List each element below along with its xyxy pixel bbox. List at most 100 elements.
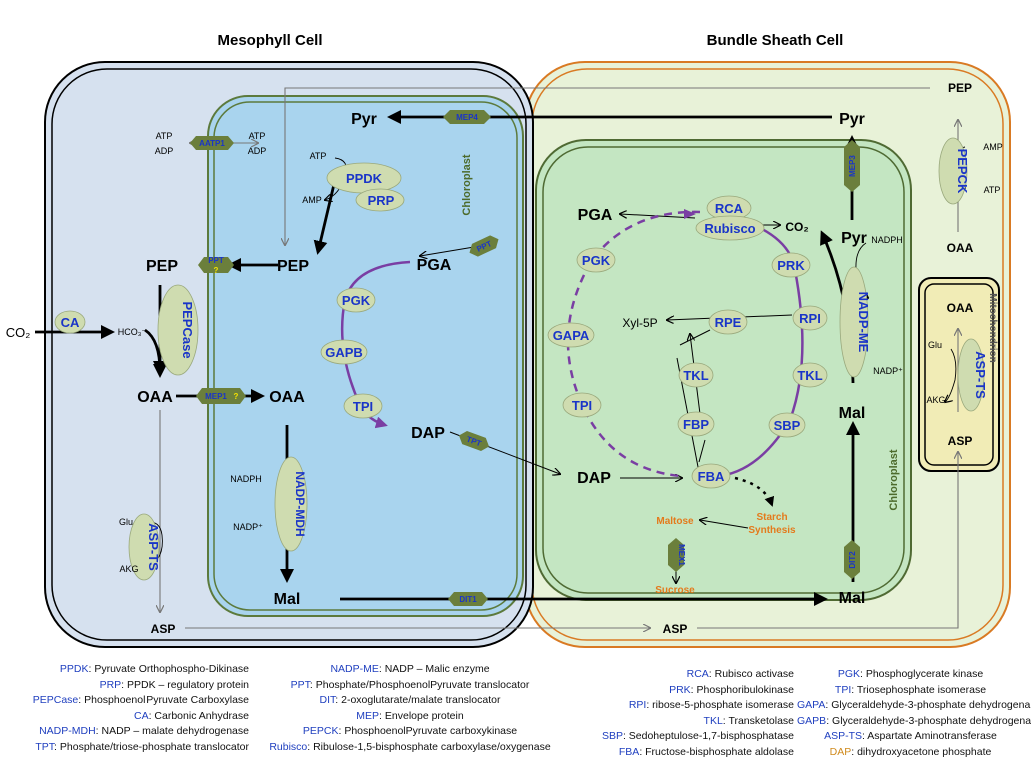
enzyme-gapb: GAPB: [325, 345, 363, 360]
legend-description: : NADP – malate dehydrogenase: [95, 725, 249, 737]
svg-text:MEX1: MEX1: [677, 544, 686, 566]
legend-description: : Transketolase: [722, 714, 794, 727]
enzyme-tkl-1: TKL: [683, 368, 708, 383]
metabolite-asp-bs: ASP: [663, 622, 688, 636]
enzyme-gapa: GAPA: [553, 328, 590, 343]
legend-abbreviation: PRK: [669, 683, 691, 696]
svg-text:MEP3: MEP3: [848, 155, 857, 177]
metabolite-mal-bs: Mal: [839, 590, 866, 607]
metabolite-dap-bs: DAP: [577, 470, 611, 487]
legend-description: : Carbonic Anhydrase: [148, 709, 249, 722]
legend-entry: TKL: Transketolase: [582, 714, 794, 730]
cofactor-adp: ADP: [155, 146, 174, 156]
cofactor-amp: AMP: [302, 195, 322, 205]
legend-entry: NADP-MDH: NADP – malate dehydrogenase: [0, 724, 249, 740]
ppt-transporter-bs: PPT: [469, 235, 499, 257]
legend-entry: ASP-TS: Aspartate Aminotransferase: [797, 729, 1024, 745]
svg-text:MEP4: MEP4: [456, 113, 478, 122]
enzyme-rpi: RPI: [799, 311, 821, 326]
svg-text:?: ?: [234, 392, 239, 401]
enzyme-prk: PRK: [777, 258, 805, 273]
metabolite-asp-mito: ASP: [948, 434, 973, 448]
legend-entry: DAP: dihydroxyacetone phosphate: [797, 745, 1024, 761]
metabolite-pyr-bs: Pyr: [841, 230, 867, 247]
cofactor-nadp: NADP⁺: [873, 366, 903, 376]
legend-entry: PEPCK: PhosphoenolPyruvate carboxykinase: [255, 724, 565, 740]
legend-abbreviation: NADP-MDH: [39, 725, 96, 737]
metabolite-oaa-mito: OAA: [947, 301, 974, 315]
legend-entry: FBA: Fructose-bisphosphate aldolase: [582, 745, 794, 761]
legend-abbreviation: CA: [134, 709, 149, 722]
enzyme-fba: FBA: [698, 469, 725, 484]
legend-abbreviation: PEPCase: [32, 694, 79, 706]
legend-entry: PEPCase: Phosphoenol Pyruvate Carboxylas…: [0, 693, 249, 709]
legend-abbreviation: FBA: [618, 745, 640, 758]
legend-description: : Sedoheptulose-1,7-bisphosphatase: [622, 730, 794, 742]
cofactor-atp: ATP: [156, 131, 173, 141]
legend-abbreviation: PPDK: [59, 663, 89, 675]
legend-entry: CA: Carbonic Anhydrase: [0, 709, 249, 725]
legend-description: : Envelope protein: [379, 709, 464, 722]
legend-description: : Triosephosphate isomerase: [851, 683, 987, 696]
metabolite-xyl5p: Xyl-5P: [622, 316, 657, 330]
legend-description: : Glyceraldehyde-3-phosphate dehydrogena: [825, 699, 1031, 711]
enzyme-tkl-2: TKL: [797, 368, 822, 383]
enzyme-rpe: RPE: [715, 315, 742, 330]
metabolite-co2-in: CO₂: [6, 325, 31, 340]
legend-abbreviation: DIT: [319, 694, 336, 706]
legend-abbreviation: PEPCK: [302, 725, 339, 737]
metabolite-mal-m: Mal: [274, 591, 301, 608]
legend-entry: DIT: 2-oxoglutarate/malate translocator: [255, 693, 565, 709]
legend-entry: GAPA: Glyceraldehyde-3-phosphate dehydro…: [797, 698, 1030, 714]
legend-abbreviation: PPT: [290, 678, 310, 691]
metabolite-pep-bs: PEP: [948, 81, 972, 95]
mep3-transporter: MEP3: [844, 140, 860, 192]
legend-description: : Phosphoribulokinase: [690, 683, 794, 696]
cofactor-nadph: NADPH: [230, 474, 262, 484]
legend-entry: Rubisco: Ribulose-1,5-bisphosphate carbo…: [255, 740, 565, 756]
legend-description: : Phosphate/PhosphoenolPyruvate transloc…: [309, 678, 530, 691]
legend-description: : Aspartate Aminotransferase: [862, 730, 997, 742]
cofactor-atp: ATP: [310, 151, 327, 161]
legend-description: : PPDK – regulatory protein: [121, 678, 249, 691]
metabolite-pep-cyt: PEP: [146, 258, 178, 275]
aatp1-transporter: AATP1: [190, 136, 234, 150]
tpt-transporter: TPT: [458, 431, 490, 451]
metabolite-pga-bs: PGA: [578, 207, 613, 224]
cofactor-nadp: NADP⁺: [233, 522, 263, 532]
legend-description: : Phosphate/triose-phosphate translocato…: [54, 740, 249, 753]
enzyme-tpi-m: TPI: [353, 399, 373, 414]
enzyme-asp-ts-m: ASP-TS: [146, 523, 161, 571]
legend-entry: MEP: Envelope protein: [255, 709, 565, 725]
metabolite-hco3: HCO₃⁻: [118, 327, 147, 337]
cofactor-atp: ATP: [984, 185, 1001, 195]
svg-text:MEP1: MEP1: [205, 392, 227, 401]
legend-abbreviation: Rubisco: [269, 740, 308, 753]
enzyme-pgk-bs: PGK: [582, 253, 611, 268]
enzyme-rca: RCA: [715, 201, 744, 216]
metabolite-maltose: Maltose: [656, 516, 694, 527]
mep4-transporter: MEP4: [443, 110, 491, 124]
metabolite-oaa-cyt: OAA: [137, 389, 173, 406]
legend-abbreviation: RCA: [686, 668, 709, 680]
legend-abbreviation: RPI: [628, 699, 647, 711]
legend-entry: PRP: PPDK – regulatory protein: [0, 678, 249, 694]
legend-abbreviation: PRP: [99, 678, 122, 691]
enzyme-tpi-bs: TPI: [572, 398, 592, 413]
cofactor-nadph: NADPH: [871, 235, 903, 245]
metabolite-oaa-bs: OAA: [947, 241, 974, 255]
legend-abbreviation: NADP-ME: [330, 663, 379, 675]
legend-abbreviation: SBP: [601, 730, 623, 742]
legend-entry: NADP-ME: NADP – Malic enzyme: [255, 662, 565, 678]
metabolite-pyr-m: Pyr: [351, 111, 377, 128]
mep1-transporter: MEP1 ?: [196, 388, 246, 404]
metabolite-dap-m: DAP: [411, 425, 445, 442]
metabolite-starch: Starch: [756, 512, 787, 523]
legend-entry: TPI: Triosephosphate isomerase: [797, 683, 1024, 699]
legend-description: : Glyceraldehyde-3-phosphate dehydrogena: [826, 714, 1031, 727]
